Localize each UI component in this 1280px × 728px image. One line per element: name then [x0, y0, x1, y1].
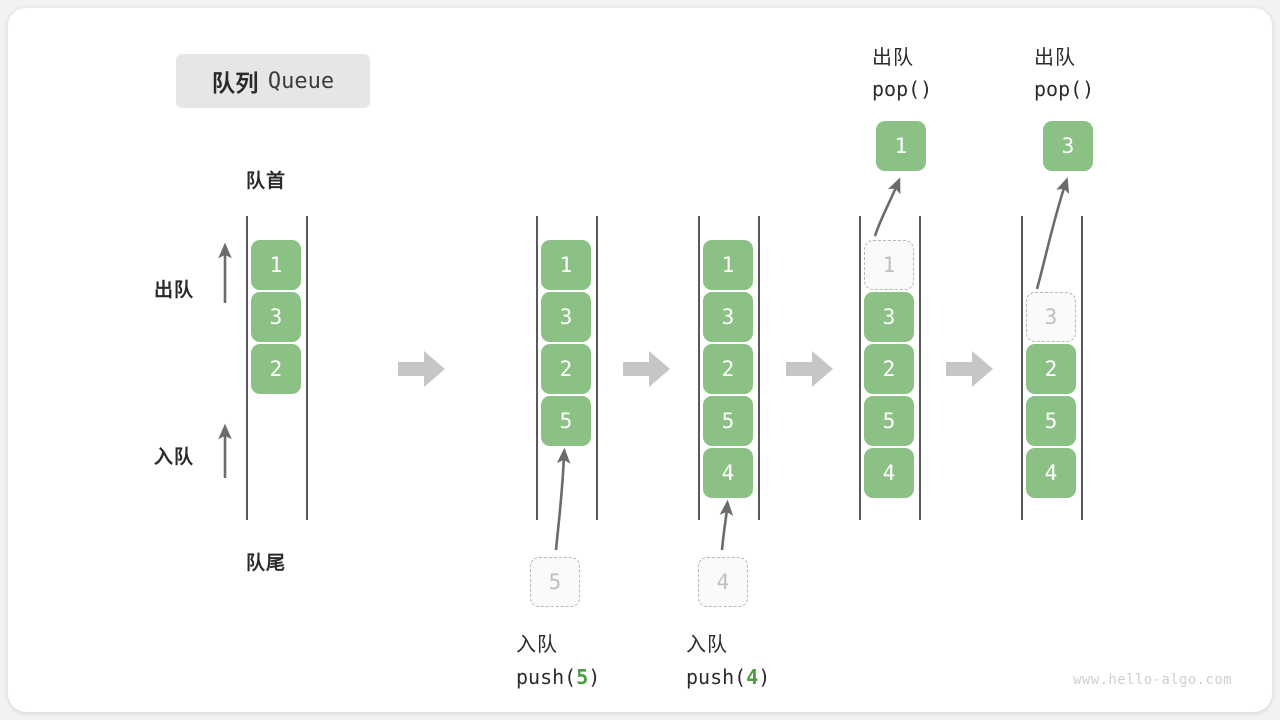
- pop-1-caption-code: pop(): [872, 77, 933, 101]
- cell-col-2-0: 1: [541, 240, 591, 290]
- push-5-caption-cn: 入队: [516, 634, 558, 656]
- cell-col-2-3: 5: [541, 396, 591, 446]
- rail-left-col-2: [536, 216, 538, 520]
- cell-col-4-0-ghost: 1: [864, 240, 914, 290]
- cell-col-1-0: 1: [251, 240, 301, 290]
- cell-col-4-1: 3: [864, 292, 914, 342]
- rail-right-col-4: [919, 216, 921, 520]
- rail-right-col-1: [306, 216, 308, 520]
- cell-col-3-0: 1: [703, 240, 753, 290]
- push-5-motion-arrow: [554, 447, 571, 551]
- cell-col-3-3: 5: [703, 396, 753, 446]
- rail-left-col-4: [859, 216, 861, 520]
- cell-col-5-3: 5: [1026, 396, 1076, 446]
- queue-head-label: 队首: [246, 171, 287, 192]
- rail-left-col-5: [1021, 216, 1023, 520]
- cell-col-3-4: 4: [703, 448, 753, 498]
- flow-arrow-2: [623, 349, 671, 389]
- rail-right-col-3: [758, 216, 760, 520]
- rail-right-col-5: [1081, 216, 1083, 520]
- flow-arrow-1: [398, 349, 446, 389]
- cell-col-5-4: 4: [1026, 448, 1076, 498]
- push-4-caption-code: push(4): [686, 665, 770, 689]
- title-english: Queue: [267, 68, 335, 94]
- pop-1-caption-cn: 出队: [872, 47, 914, 69]
- push-4-code-number: 4: [746, 665, 759, 689]
- enqueue-direction-label: 入队: [154, 447, 195, 468]
- diagram-title-badge: 队列 Queue: [176, 54, 370, 108]
- incoming-ghost-cell-5: 5: [530, 557, 580, 607]
- popped-cell-3: 3: [1043, 121, 1093, 171]
- incoming-ghost-cell-4: 4: [698, 557, 748, 607]
- cell-col-4-3: 5: [864, 396, 914, 446]
- cell-col-5-2: 2: [1026, 344, 1076, 394]
- cell-col-1-2: 2: [251, 344, 301, 394]
- cell-col-1-1: 3: [251, 292, 301, 342]
- pop-3-motion-arrow: [1035, 177, 1070, 290]
- cell-col-3-1: 3: [703, 292, 753, 342]
- rail-left-col-3: [698, 216, 700, 520]
- push-5-code-suffix: ): [588, 665, 601, 689]
- push-5-code-number: 5: [576, 665, 589, 689]
- queue-tail-label: 队尾: [246, 553, 287, 574]
- pop-3-caption-cn: 出队: [1034, 47, 1076, 69]
- flow-arrow-3: [786, 349, 834, 389]
- dequeue-direction-label: 出队: [154, 280, 195, 301]
- cell-col-5-1-ghost: 3: [1026, 292, 1076, 342]
- cell-col-4-2: 2: [864, 344, 914, 394]
- popped-cell-1: 1: [876, 121, 926, 171]
- push-5-code-prefix: push(: [516, 665, 577, 689]
- push-4-motion-arrow: [719, 499, 734, 551]
- pop-3-caption-code: pop(): [1034, 77, 1095, 101]
- push-5-caption-code: push(5): [516, 665, 600, 689]
- cell-col-3-2: 2: [703, 344, 753, 394]
- site-watermark: www.hello-algo.com: [1073, 672, 1232, 688]
- cell-col-2-1: 3: [541, 292, 591, 342]
- push-4-code-prefix: push(: [686, 665, 747, 689]
- diagram-card: 队列 Queue 队首 队尾 出队 入队 出队 pop() 出队 pop() 入…: [8, 8, 1272, 712]
- pop-1-motion-arrow: [873, 177, 901, 237]
- cell-col-2-2: 2: [541, 344, 591, 394]
- flow-arrow-4: [946, 349, 994, 389]
- rail-right-col-2: [596, 216, 598, 520]
- title-chinese: 队列: [211, 70, 259, 96]
- cell-col-4-4: 4: [864, 448, 914, 498]
- rail-left-col-1: [246, 216, 248, 520]
- push-4-caption-cn: 入队: [686, 634, 728, 656]
- push-4-code-suffix: ): [758, 665, 771, 689]
